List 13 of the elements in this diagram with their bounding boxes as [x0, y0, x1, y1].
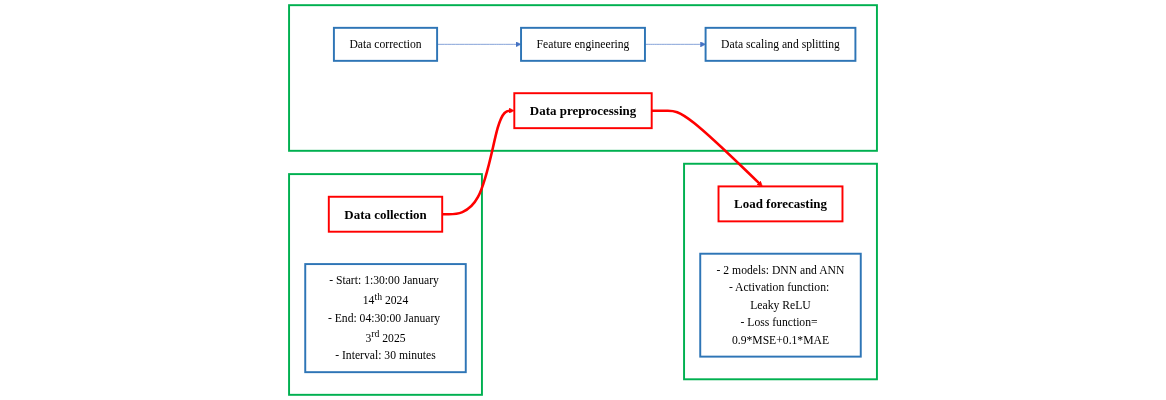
- node-box: - 2 models: DNN and ANN - Activation function: Leaky ReLU - Loss function= 0.9*MSE+0.1*MAE: [699, 252, 862, 358]
- cluster: [288, 173, 483, 396]
- cluster: [288, 4, 878, 152]
- node-box: Data collection: [327, 195, 444, 233]
- node-box: Feature engineering: [520, 26, 646, 62]
- arrow: [442, 107, 515, 216]
- node-box: Data scaling and splitting: [704, 26, 857, 62]
- node-box: - Start: 1:30:00 January 14$^{th}$ 2024 - End: 04:30:00 January 3$^{rd}$ 2025 - Interval: 30 minutes: [304, 263, 467, 374]
- node-box: Data correction: [332, 26, 439, 62]
- node-box: Data preprocessing: [513, 92, 653, 130]
- arrow: [651, 109, 763, 187]
- cluster: [683, 162, 878, 381]
- node-box: Load forecasting: [717, 185, 844, 223]
